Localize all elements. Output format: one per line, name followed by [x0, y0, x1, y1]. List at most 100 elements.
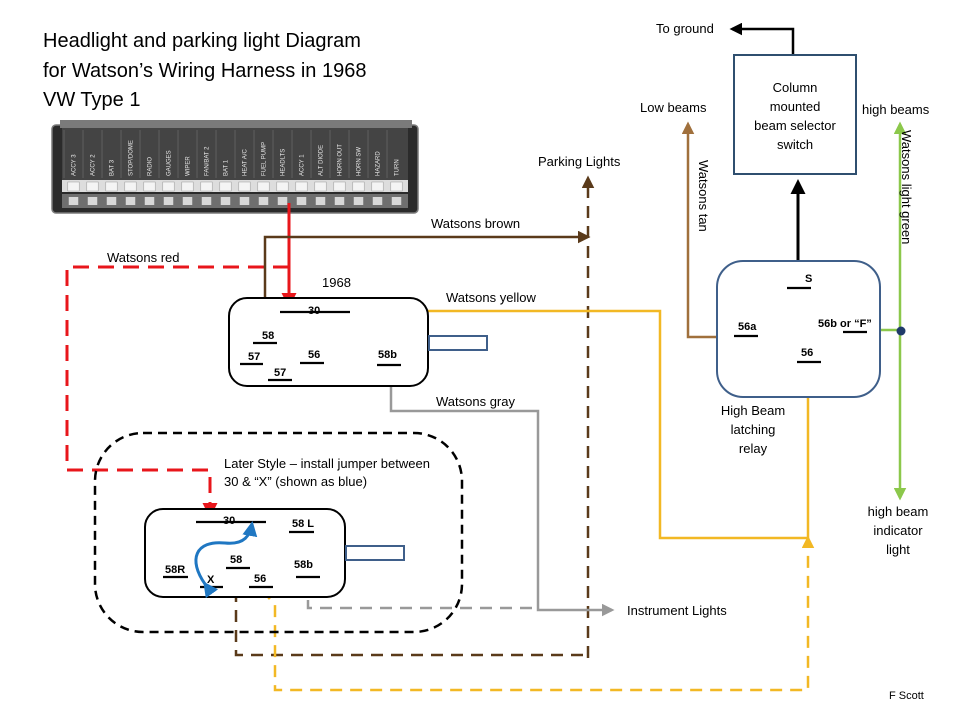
label-watsons-yellow: Watsons yellow	[446, 290, 536, 305]
later-pin-58L: 58 L	[292, 518, 314, 530]
fuse-terminal-lower	[68, 197, 79, 205]
fuse-terminal-lower	[125, 197, 136, 205]
author-credit: F Scott	[889, 690, 924, 702]
fuse-terminal	[105, 181, 118, 192]
switch-1968-pin-57a: 57	[248, 351, 260, 363]
fuse-label: BAT 3	[110, 159, 116, 176]
fuse-terminal	[67, 181, 80, 192]
later-pin-X: X	[207, 574, 215, 586]
ground-arrow	[729, 22, 795, 54]
fuse-label: HORN OUT	[338, 144, 344, 176]
fuse-terminal-lower	[391, 197, 402, 205]
label-parking-lights: Parking Lights	[538, 154, 621, 169]
fuse-label: HAZARD	[376, 151, 382, 176]
fuse-label: GAUGES	[167, 150, 173, 176]
fuse-terminal	[219, 181, 232, 192]
later-pin-58b: 58b	[294, 559, 313, 571]
fuse-terminal	[352, 181, 365, 192]
fuse-terminal-lower	[334, 197, 345, 205]
fuse-terminal	[143, 181, 156, 192]
label-watsons-light-green: Watsons light green	[899, 130, 914, 244]
relay-label-line-1: High Beam	[721, 403, 785, 418]
switch-1968-label: 1968	[322, 275, 351, 290]
later-pin-30: 30	[223, 515, 235, 527]
label-high-beams: high beams	[862, 102, 930, 117]
fuse-terminal-lower	[87, 197, 98, 205]
title-line-3: VW Type 1	[43, 89, 140, 111]
fuse-terminal	[181, 181, 194, 192]
beam-selector-switch-box	[733, 54, 857, 175]
fuse-terminal	[124, 181, 137, 192]
fuse-terminal	[333, 181, 346, 192]
label-indicator-line-2: indicator	[873, 523, 923, 538]
fuse-label: FUEL PUMP	[262, 142, 268, 176]
selector-line-4: switch	[777, 137, 813, 152]
fuse-terminal-lower	[315, 197, 326, 205]
fuse-terminal-lower	[163, 197, 174, 205]
fuse-terminal	[314, 181, 327, 192]
title-line-1: Headlight and parking light Diagram	[43, 30, 361, 52]
relay-label-line-3: relay	[739, 441, 768, 456]
label-indicator-line-3: light	[886, 542, 910, 557]
fuse-terminal-lower	[144, 197, 155, 205]
switch-1968-pin-56: 56	[308, 349, 320, 361]
fuse-label: BAT 1	[224, 159, 230, 176]
yellow-wire-dashed	[261, 535, 815, 692]
fuse-label: HORN SW	[357, 147, 363, 176]
fuse-label: ACCY 2	[91, 154, 97, 176]
fuse-label: WIPER	[186, 156, 192, 176]
green-junction-dot	[896, 326, 906, 336]
label-indicator-line-1: high beam	[868, 504, 929, 519]
fuse-terminal-lower	[258, 197, 269, 205]
later-style-note-line-1: Later Style – install jumper between	[224, 456, 430, 471]
fuse-terminal-lower	[277, 197, 288, 205]
relay-pin-56a: 56a	[738, 321, 757, 333]
label-instrument-lights: Instrument Lights	[627, 603, 727, 618]
fuse-terminal	[276, 181, 289, 192]
brown-wire	[263, 230, 591, 325]
label-watsons-red: Watsons red	[107, 250, 180, 265]
fuse-terminal	[162, 181, 175, 192]
switch-1968-pin-58b: 58b	[378, 349, 397, 361]
relay-pin-56b: 56b or “F”	[818, 318, 872, 330]
fuse-terminal-lower	[220, 197, 231, 205]
fuse-terminal-lower	[201, 197, 212, 205]
switch-1968-pin-58: 58	[262, 330, 274, 342]
label-watsons-gray: Watsons gray	[436, 394, 515, 409]
switch-1968-pin-57b: 57	[274, 367, 286, 379]
label-low-beams: Low beams	[640, 100, 707, 115]
fuse-terminal-lower	[372, 197, 383, 205]
fuse-terminal	[238, 181, 251, 192]
switch-1968-pin-30: 30	[308, 305, 320, 317]
red-wire-dashed	[65, 265, 289, 518]
later-style-note-line-2: 30 & “X” (shown as blue)	[224, 474, 367, 489]
fuse-terminal-lower	[296, 197, 307, 205]
fuse-terminal	[257, 181, 270, 192]
brown-wire-dashed-later	[234, 570, 588, 657]
title-line-2: for Watson’s Wiring Harness in 1968	[43, 60, 366, 82]
selector-line-1: Column	[773, 80, 818, 95]
relay-pin-56: 56	[801, 347, 813, 359]
fuse-terminal	[295, 181, 308, 192]
relay-label-line-2: latching	[731, 422, 776, 437]
later-pin-56: 56	[254, 573, 266, 585]
gray-wire	[389, 365, 615, 617]
later-pin-58: 58	[230, 554, 242, 566]
label-watsons-tan: Watsons tan	[696, 160, 711, 232]
label-to-ground: To ground	[656, 21, 714, 36]
fuse-label: HEAT A/C	[243, 149, 249, 176]
fuse-label: ALT DIODE	[319, 145, 325, 176]
fuse-label: FAN/BAT 2	[205, 146, 211, 176]
fuse-tabs	[67, 181, 403, 205]
fuse-label: HEADLTS	[281, 149, 287, 176]
fuse-terminal	[390, 181, 403, 192]
later-pin-58R: 58R	[165, 564, 185, 576]
fuse-label: STOP/DOME	[129, 140, 135, 176]
fuse-label: RADIO	[148, 157, 154, 176]
fuse-terminal-lower	[106, 197, 117, 205]
label-watsons-brown: Watsons brown	[431, 216, 520, 231]
fuse-terminal-lower	[239, 197, 250, 205]
fuse-terminal-lower	[182, 197, 193, 205]
